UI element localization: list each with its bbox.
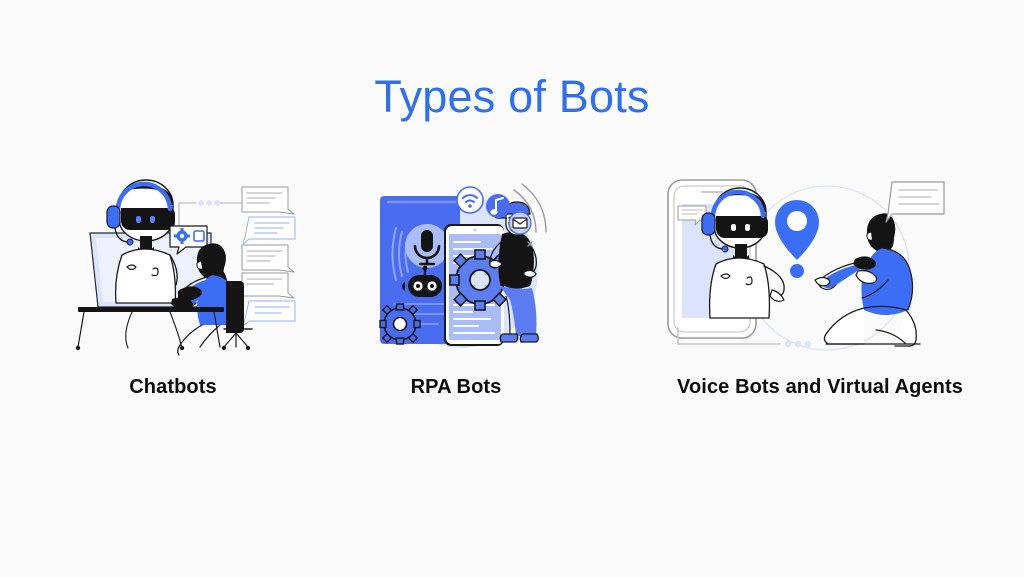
rpa-automation-illustration [370,176,552,362]
chatbot-agent-desk-illustration [74,176,296,358]
bot-type-card-voice[interactable]: Voice Bots and Virtual Agents [632,176,1008,416]
bot-type-card-rpa[interactable]: RPA Bots [350,176,562,416]
chat-bubble-stack [241,186,296,327]
mail-icon [508,211,532,235]
location-pin [775,200,819,278]
chat-bubble-small [677,205,707,226]
microphone-icon [405,224,449,268]
card-label-rpa: RPA Bots [410,376,502,398]
page-title: Types of Bots [374,71,650,123]
wifi-icon [456,186,484,214]
kneeling-person-pointing [814,213,921,347]
bot-type-card-chatbots[interactable]: Chatbots [40,176,306,416]
card-label-chatbots: Chatbots [129,376,217,398]
card-label-voice: Voice Bots and Virtual Agents [677,376,963,398]
small-gear [379,303,421,345]
bot-type-cards: Chatbots [0,176,1024,416]
desk [75,307,224,351]
chat-bubble-large [885,181,945,223]
voice-bot-virtual-agent-illustration [652,176,948,362]
bot-face-icon [402,265,448,297]
gear-speech-bubble [169,225,208,255]
dotted-connector-line [677,327,812,348]
robot-with-headphones [106,179,178,304]
robot-with-headphones [701,187,785,319]
seated-person-with-tablet [171,243,253,356]
motion-arcs [513,183,547,247]
music-note-icon [486,194,510,218]
dotted-connector-line [178,200,243,228]
